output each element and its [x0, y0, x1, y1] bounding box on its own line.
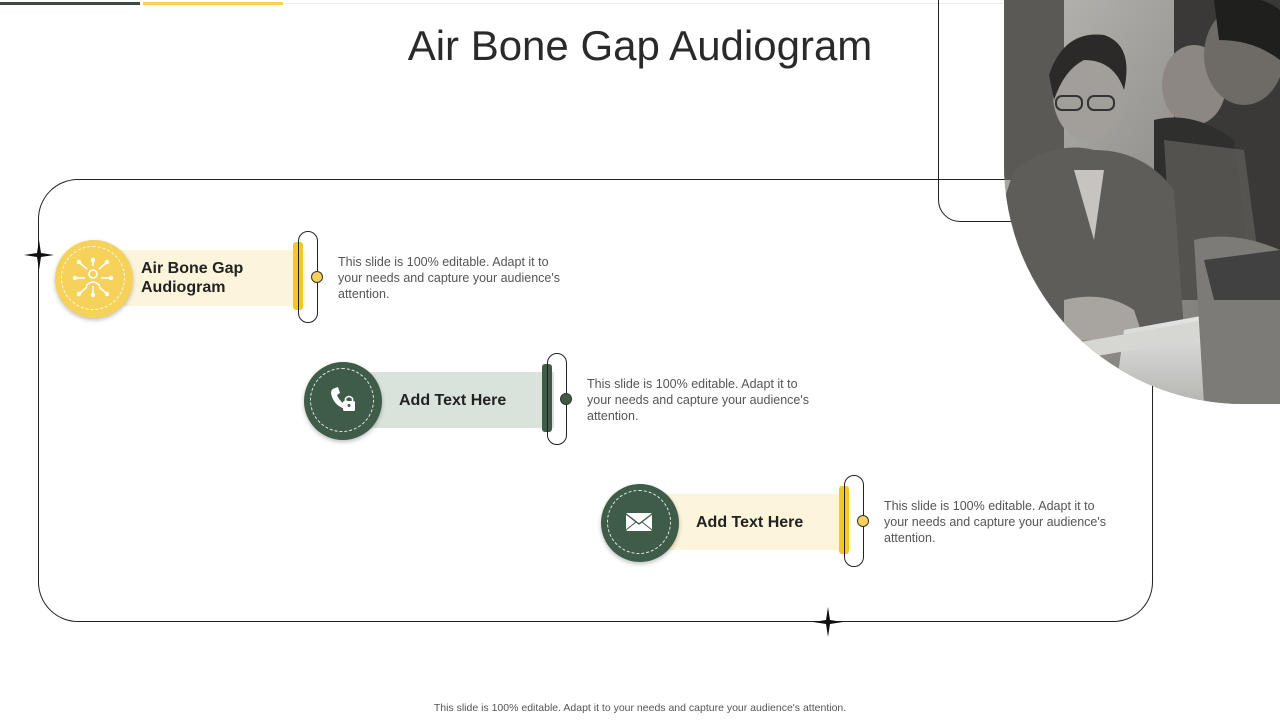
item-title: Add Text Here [696, 513, 804, 531]
connector-dot [560, 393, 572, 405]
top-divider-line [283, 3, 1003, 4]
item-description: This slide is 100% editable. Adapt it to… [884, 499, 1106, 545]
connector-dot [311, 271, 323, 283]
sparkle-icon [813, 607, 843, 637]
icon-circle [55, 240, 133, 318]
list-item-2: Add Text Here This slide is 100% editabl… [304, 353, 844, 449]
list-item-1: Air Bone Gap Audiogram This slide is 100… [55, 231, 595, 327]
top-accent-bar-dark [0, 2, 140, 5]
icon-circle-inner [607, 490, 671, 554]
list-item-3: Add Text Here This slide is 100% editabl… [601, 475, 1141, 571]
team-photo-illustration [1004, 0, 1280, 404]
footer-note: This slide is 100% editable. Adapt it to… [433, 702, 847, 714]
icon-circle [304, 362, 382, 440]
item-title: Air Bone Gap Audiogram [141, 260, 244, 296]
content-frame [38, 179, 1153, 622]
network-user-icon [72, 257, 114, 298]
item-title: Add Text Here [399, 391, 507, 409]
phone-lock-icon [331, 387, 355, 411]
item-description: This slide is 100% editable. Adapt it to… [587, 377, 809, 423]
icon-circle [601, 484, 679, 562]
item-description: This slide is 100% editable. Adapt it to… [338, 255, 560, 301]
icon-circle-inner [310, 368, 374, 432]
top-accent-bar-yellow [143, 2, 283, 5]
team-photo [1004, 0, 1280, 404]
envelope-icon [625, 513, 653, 531]
sparkle-icon [24, 240, 54, 270]
icon-circle-inner [61, 246, 125, 310]
slide-title: Air Bone Gap Audiogram [407, 22, 873, 69]
connector-dot [857, 515, 869, 527]
